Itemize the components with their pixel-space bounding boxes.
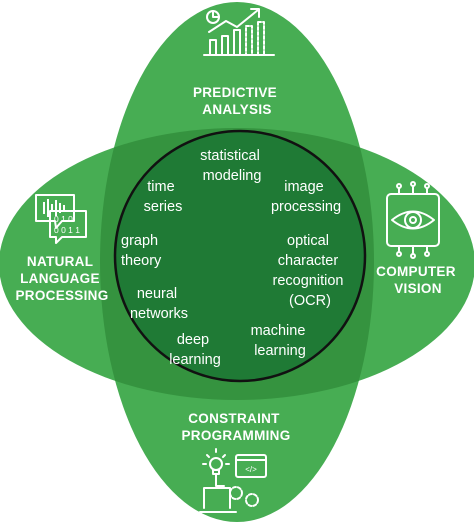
binary-text: 0 1 0 0 0 1 1	[54, 214, 80, 235]
core-term-statistical-modeling: statistical modeling	[200, 148, 264, 184]
predictive-analysis-label: PREDICTIVE ANALYSIS	[193, 85, 281, 117]
core-circle	[113, 129, 367, 383]
lightbulb-code-gears-icon	[199, 448, 267, 513]
core-term-graph-theory: graph theory	[121, 233, 162, 269]
core-term-ocr: optical character recognition (OCR)	[273, 233, 348, 309]
speech-bubbles-icon	[35, 194, 87, 244]
core-term-time-series: time series	[144, 179, 183, 215]
natural-language-processing-label: NATURAL LANGUAGE PROCESSING	[15, 254, 108, 303]
eye-circuit-icon	[386, 181, 440, 259]
core-term-image-processing: image processing	[271, 179, 341, 215]
chart-growth-icon	[203, 8, 275, 56]
computer-vision-label: COMPUTER VISION	[376, 264, 460, 296]
constraint-programming-label: CONSTRAINT PROGRAMMING	[181, 411, 290, 443]
core-term-deep-learning: deep learning	[169, 332, 221, 368]
core-term-neural-networks: neural networks	[130, 286, 188, 322]
code-symbol-text: </>	[245, 465, 257, 474]
core-term-machine-learning: machine learning	[251, 323, 310, 359]
